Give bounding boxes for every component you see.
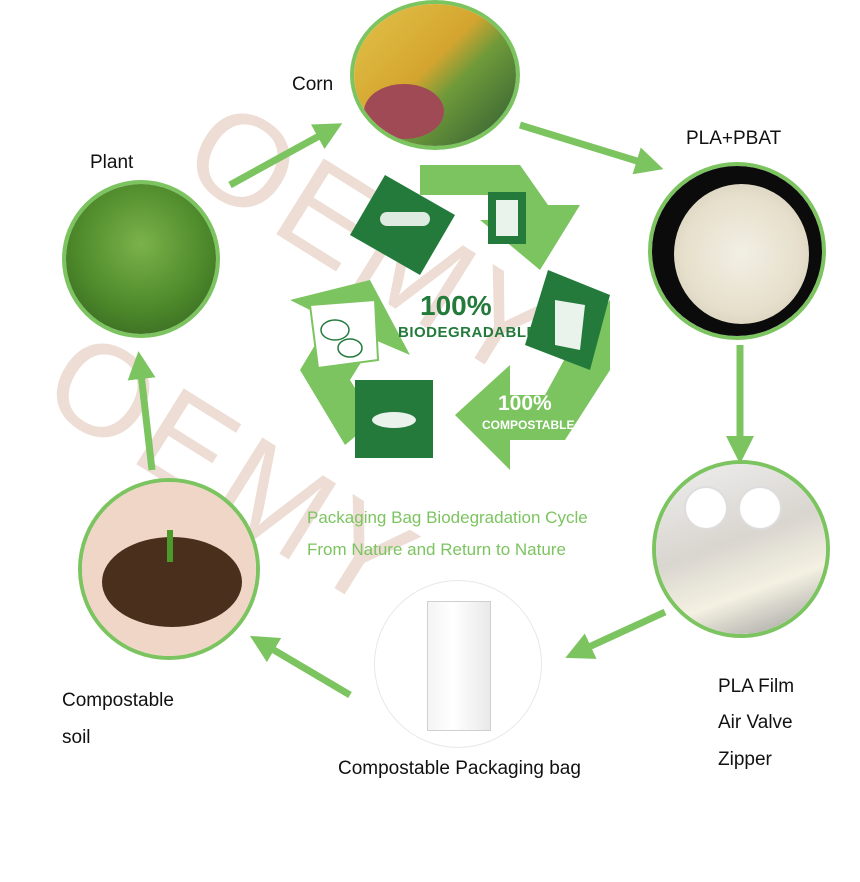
label-pla-film: PLA Film — [718, 676, 795, 697]
label-packaging-bag: Compostable Packaging bag — [338, 758, 581, 779]
arrow-soil-to-plant — [127, 351, 156, 471]
label-air-valve: Air Valve — [718, 712, 793, 733]
label-compostable: Compostable — [62, 690, 174, 711]
plant-image — [62, 180, 220, 338]
label-corn: Corn — [292, 74, 334, 95]
caption-line-2: From Nature and Return to Nature — [307, 540, 566, 559]
packaging-bag-image — [374, 580, 542, 748]
arrow-corn-to-pla — [518, 121, 664, 175]
arrow-film-to-bag — [565, 608, 667, 659]
biodegradable-percent: 100% — [420, 290, 492, 321]
label-pla-pbat: PLA+PBAT — [686, 128, 782, 149]
label-plant: Plant — [90, 152, 134, 173]
compostable-label: COMPOSTABLE — [482, 418, 575, 432]
label-soil: soil — [62, 727, 91, 748]
biodegradable-label: BIODEGRADABLE — [398, 324, 538, 341]
compostable-percent: 100% — [498, 392, 552, 415]
label-zipper: Zipper — [718, 749, 772, 770]
compostable-soil-image — [78, 478, 260, 660]
pla-film-valve-zipper-image — [652, 460, 830, 638]
arrow-bag-to-soil — [249, 635, 352, 699]
arrow-plant-to-corn — [228, 123, 343, 189]
corn-image — [350, 0, 520, 150]
pla-pbat-pellets-image — [648, 162, 826, 340]
caption-line-1: Packaging Bag Biodegradation Cycle — [307, 508, 588, 527]
